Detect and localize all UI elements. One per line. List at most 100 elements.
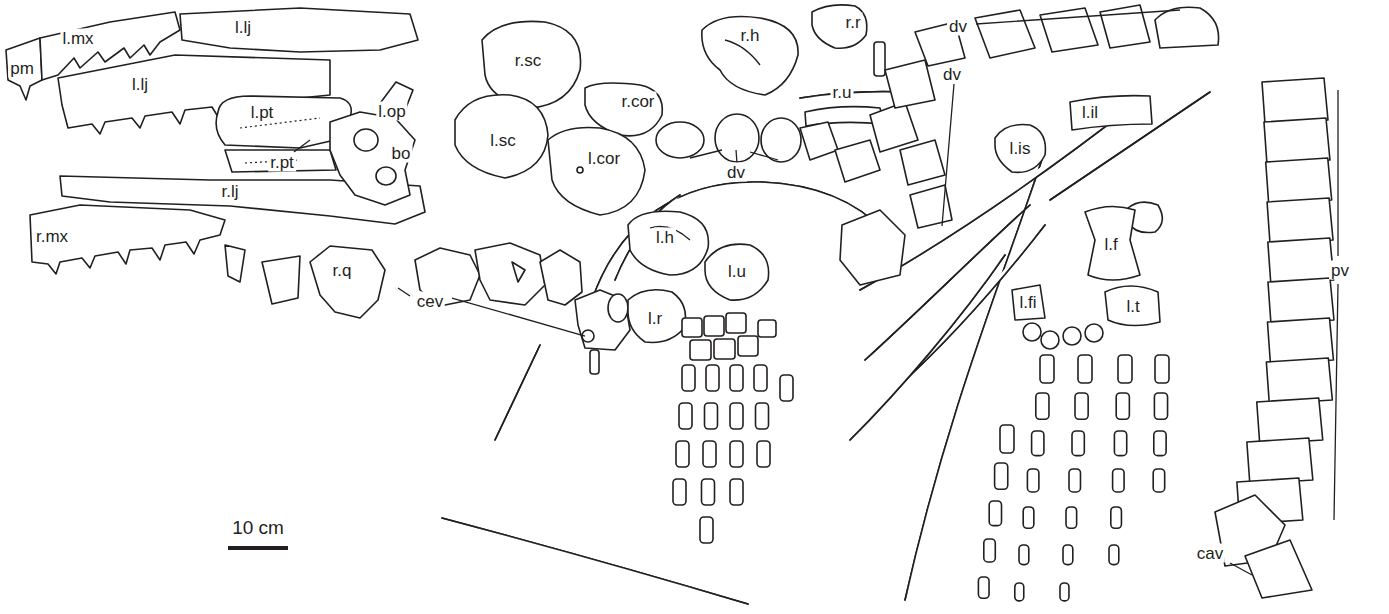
phalanx-bone — [989, 501, 1001, 526]
phalanx-bone — [1114, 431, 1126, 456]
phalanx-bone — [1072, 431, 1084, 456]
phalanx-bone — [1078, 355, 1092, 383]
phalanx-bone — [1063, 545, 1073, 565]
vertebra-bone — [1268, 278, 1334, 324]
phalanx-bone — [1019, 545, 1029, 565]
vertebra-bone — [1266, 358, 1332, 404]
bone-label: bo — [390, 144, 413, 163]
hindlimb-pelvis — [995, 96, 1162, 349]
phalanx-bone — [673, 479, 686, 505]
ribs — [442, 92, 1210, 604]
bone-label: dv — [947, 17, 969, 36]
phalanx-bone — [780, 375, 793, 401]
bone-label: pv — [1329, 261, 1351, 280]
bone-label: dv — [941, 65, 963, 84]
phalanx-bone — [730, 479, 743, 505]
phalanx-bone — [676, 441, 689, 467]
phalanx-bone — [703, 441, 716, 467]
bone-label: cav — [1195, 544, 1225, 563]
bone-label: l.sc — [488, 131, 518, 150]
leader-lines — [294, 10, 1338, 575]
bone-label: l.cor — [586, 149, 622, 168]
scale-label: 10 cm — [230, 517, 286, 538]
phalanx-bone — [1154, 431, 1166, 456]
bone-label: r.sc — [513, 51, 543, 70]
phalanges-and-posterior-vertebrae — [673, 78, 1334, 601]
bone-label: l.is — [1008, 139, 1033, 158]
phalanx-bone — [1015, 583, 1024, 601]
bone-label: pm — [8, 59, 36, 78]
bone-label: l.il — [1080, 103, 1100, 122]
bone-label: cev — [415, 292, 445, 311]
phalanx-bone — [754, 365, 767, 391]
bone-label: r.cor — [619, 92, 656, 111]
scale-bar — [228, 546, 288, 550]
vertebra-bone — [1257, 398, 1323, 444]
caudal-vertebrae — [1215, 495, 1312, 598]
phalanx-bone — [995, 463, 1008, 489]
phalanx-bone — [1060, 583, 1069, 601]
bone-label: r.mx — [34, 227, 70, 246]
bone-label: l.lj — [233, 18, 253, 37]
phalanx-bone — [756, 403, 769, 429]
phalanx-bone — [705, 403, 718, 429]
pectoral-girdle — [455, 5, 885, 215]
phalanx-bone — [1116, 393, 1129, 419]
bone-label: l.fi — [1018, 293, 1039, 312]
phalanx-bone — [706, 365, 719, 391]
phalanx-bone — [1023, 507, 1034, 528]
phalanx-bone — [757, 441, 770, 467]
phalanx-bone — [1066, 507, 1077, 528]
bone-label: l.f — [1102, 235, 1119, 254]
bone-label: r.lj — [220, 182, 241, 201]
phalanx-bone — [1155, 355, 1169, 383]
phalanx-bone — [1075, 393, 1088, 419]
vertebra-bone — [1266, 158, 1332, 204]
phalanx-bone — [679, 403, 692, 429]
vertebra-bone — [1262, 78, 1328, 124]
bone-label: r.h — [739, 26, 762, 45]
bone-label: l.t — [1124, 297, 1141, 316]
vertebra-bone — [1267, 318, 1333, 364]
bone-label: dv — [725, 163, 747, 182]
vertebra-bone — [1268, 238, 1334, 284]
bone-label: l.mx — [60, 29, 95, 48]
phalanx-bone — [1109, 545, 1119, 565]
phalanx-bone — [1118, 355, 1132, 383]
skull — [6, 8, 425, 318]
bone-label: r.r — [843, 13, 862, 32]
phalanx-bone — [978, 577, 989, 598]
phalanx-bone — [984, 539, 995, 562]
phalanx-bone — [1040, 355, 1054, 383]
phalanx-bone — [702, 479, 715, 505]
bone-label: r.u — [831, 83, 854, 102]
vertebra-bone — [1264, 118, 1330, 164]
phalanx-bone — [1153, 469, 1164, 492]
phalanx-bone — [730, 441, 743, 467]
bone-label: l.u — [726, 262, 748, 281]
phalanx-bone — [682, 365, 695, 391]
bone-label: l.lj — [130, 75, 150, 94]
vertebra-bone — [1247, 438, 1313, 484]
bone-label: r.q — [331, 261, 354, 280]
bone-label: l.op — [376, 102, 407, 121]
bone-label: l.r — [646, 309, 664, 328]
cervical-vertebrae — [415, 243, 630, 374]
dorsal-vertebrae — [656, 5, 1219, 285]
phalanx-bone — [1036, 393, 1049, 419]
bone-label: l.pt — [249, 103, 276, 122]
bone-label: l.h — [654, 228, 676, 247]
vertebra-bone — [1267, 198, 1333, 244]
phalanx-bone — [1069, 469, 1080, 492]
phalanx-bone — [1111, 507, 1122, 528]
bone-label: r.pt — [268, 153, 296, 172]
forelimb — [628, 211, 776, 360]
phalanx-bone — [1154, 393, 1167, 419]
phalanx-bone — [730, 403, 743, 429]
phalanx-bone — [1032, 431, 1044, 456]
phalanx-bone — [700, 517, 713, 543]
phalanx-bone — [1000, 425, 1014, 453]
phalanx-bone — [1027, 469, 1038, 492]
phalanx-bone — [1113, 469, 1124, 492]
